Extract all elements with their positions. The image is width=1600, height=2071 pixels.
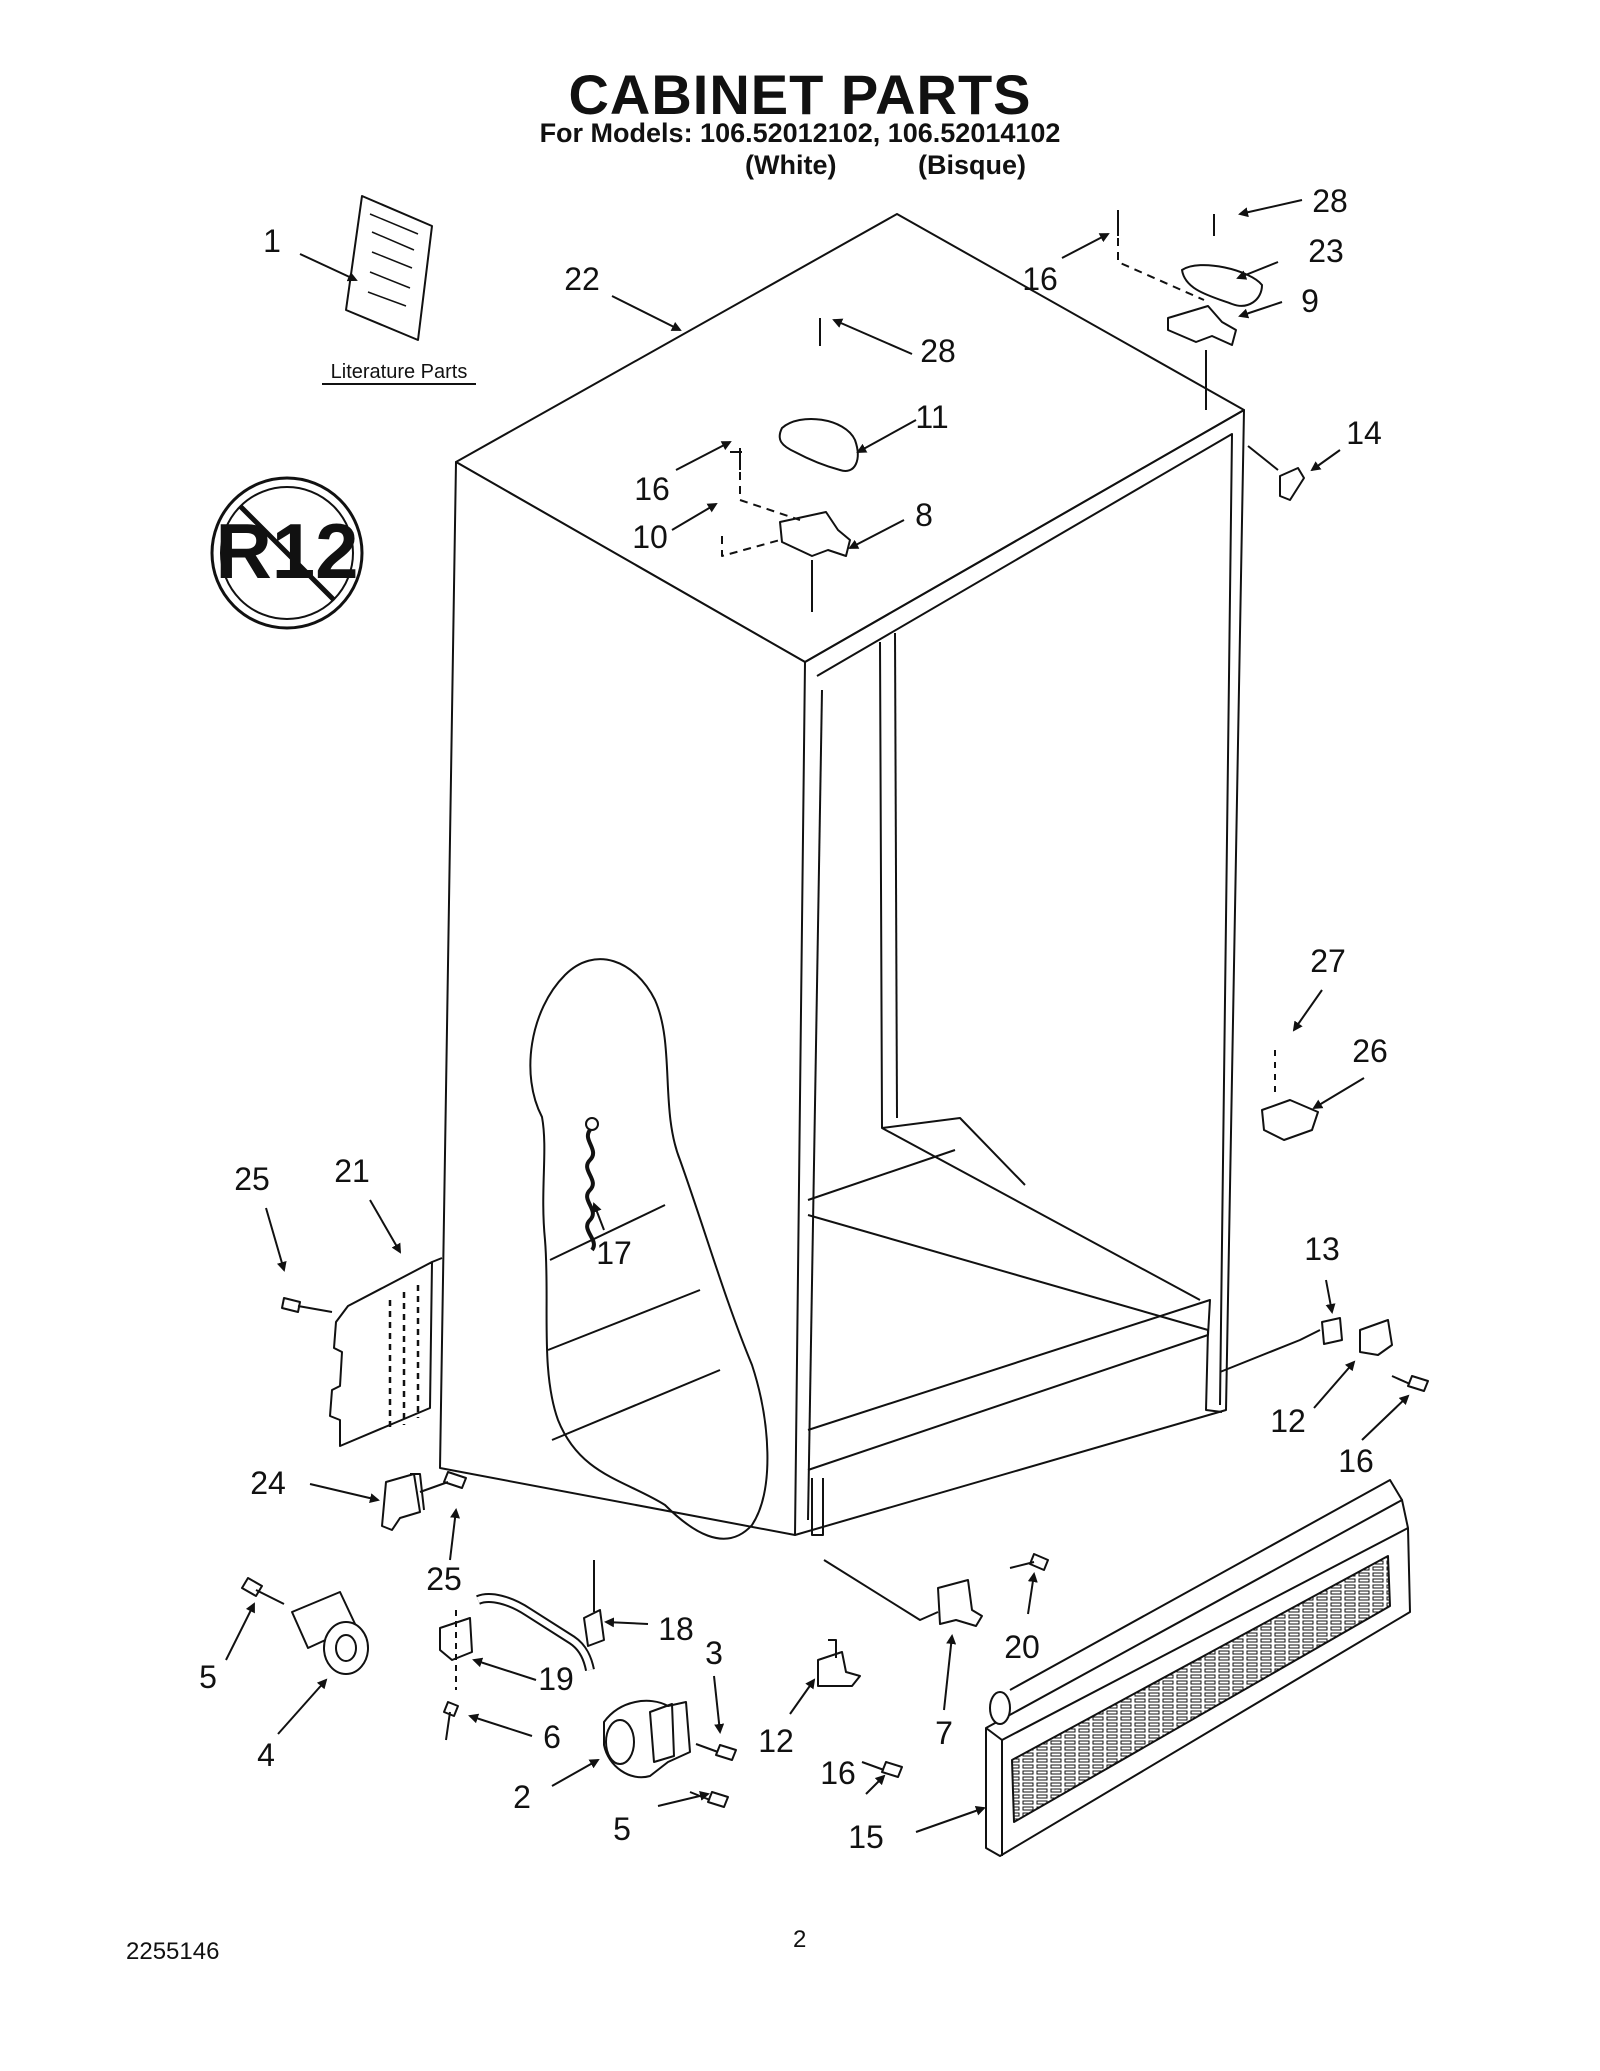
callout-25b: 25: [426, 1561, 462, 1597]
base-grille-15: [985, 1479, 1411, 1857]
callout-3: 3: [705, 1635, 723, 1671]
callout-16: 16: [1022, 261, 1058, 297]
callout-5b: 5: [613, 1811, 631, 1847]
callout-20: 20: [1004, 1629, 1040, 1665]
callout-23: 23: [1308, 233, 1344, 269]
cabinet-shell: [439, 213, 1245, 1540]
callout-5: 5: [199, 1659, 217, 1695]
spring-17: [585, 1117, 599, 1252]
callout-11: 11: [915, 399, 948, 435]
r12-badge-text: R12: [215, 507, 358, 595]
callout-4: 4: [257, 1737, 275, 1773]
callout-6: 6: [543, 1719, 561, 1755]
mounting-plate-21: [329, 1257, 443, 1447]
literature-booklet: [345, 195, 433, 341]
clamp-19: [439, 1610, 473, 1690]
callout-28: 28: [1312, 183, 1348, 219]
literature-parts-label: Literature Parts: [331, 361, 468, 383]
callout-9: 9: [1301, 283, 1319, 319]
tube-18: [476, 1560, 605, 1672]
leader-arrows: [225, 199, 1410, 1833]
top-middle-hinge: [721, 417, 859, 612]
callout-12: 12: [1270, 1403, 1306, 1439]
callout-14: 14: [1346, 415, 1382, 451]
callout-2: 2: [513, 1779, 531, 1815]
color-bisque-label: (Bisque): [918, 150, 1026, 180]
callout-15: 15: [848, 1819, 884, 1855]
roller-4: [291, 1591, 369, 1675]
leveler-12: [817, 1639, 861, 1687]
callout-12b: 12: [758, 1723, 794, 1759]
leveling-leg-right: [1219, 1317, 1393, 1373]
callout-19: 19: [538, 1661, 574, 1697]
callout-16d: 16: [820, 1755, 856, 1791]
doc-number: 2255146: [126, 1938, 220, 1965]
color-white-label: (White): [745, 150, 837, 180]
bracket-26: [1261, 1050, 1319, 1141]
page-number: 2: [793, 1926, 807, 1953]
callout-18: 18: [658, 1611, 694, 1647]
callout-21: 21: [334, 1153, 370, 1189]
bracket-24: [381, 1473, 425, 1531]
callout-labels: 1 22 16 28 23 9 28 11 16 10 8 14 27 26 2…: [199, 183, 1388, 1855]
callout-24: 24: [250, 1465, 286, 1501]
hinge-7: [823, 1559, 983, 1627]
callout-8: 8: [915, 497, 933, 533]
callout-26: 26: [1352, 1033, 1388, 1069]
page-title: CABINET PARTS: [568, 63, 1032, 126]
callout-25: 25: [234, 1161, 270, 1197]
no-r12-badge: [210, 476, 364, 630]
callout-1: 1: [263, 223, 281, 259]
callout-28b: 28: [920, 333, 956, 369]
callout-16c: 16: [1338, 1443, 1374, 1479]
door-stop-14: [1247, 445, 1305, 501]
callout-17: 17: [596, 1235, 632, 1271]
callout-10: 10: [632, 519, 668, 555]
models-line: For Models: 106.52012102, 106.52014102: [539, 118, 1061, 148]
callout-16b: 16: [634, 471, 670, 507]
callout-27: 27: [1310, 943, 1346, 979]
callout-7: 7: [935, 1715, 953, 1751]
caster-2: [603, 1699, 691, 1779]
callout-13: 13: [1304, 1231, 1340, 1267]
top-right-hinge: [1117, 238, 1263, 410]
callout-22: 22: [564, 261, 600, 297]
